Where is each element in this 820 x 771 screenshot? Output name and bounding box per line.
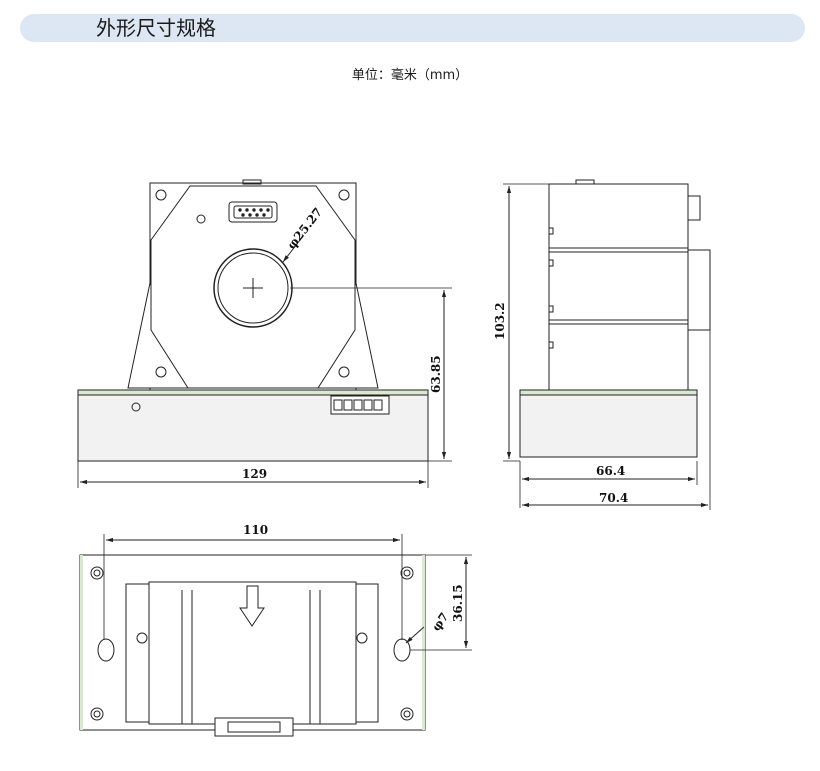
side-inner-width-label: 66.4 <box>596 464 625 478</box>
side-base <box>519 392 698 458</box>
front-view: φ25.27 63.85 129 <box>77 179 452 488</box>
db9-connector <box>228 201 278 223</box>
side-outer-width-label: 70.4 <box>599 491 628 505</box>
section-header-bar <box>20 14 805 42</box>
terminal-block <box>330 395 390 415</box>
direction-arrow <box>239 585 265 627</box>
height-label: 63.85 <box>429 355 443 393</box>
corner-hole <box>338 189 350 201</box>
corner-hole <box>155 189 167 201</box>
base-led <box>131 402 141 412</box>
side-height-label: 103.2 <box>493 302 507 340</box>
section-title: 外形尺寸规格 <box>96 16 216 40</box>
bottom-view: 110 36.15 φ7 <box>79 523 472 737</box>
corner-hole <box>338 366 350 378</box>
hole-diameter-label: φ7 <box>429 610 451 634</box>
side-core <box>548 183 689 391</box>
corner-hole <box>155 366 167 378</box>
offset-label: 36.15 <box>451 584 465 622</box>
mount-hole <box>97 638 115 662</box>
side-view: 103.2 66.4 70.4 <box>493 179 711 510</box>
width-label: 129 <box>242 467 267 481</box>
led-hole <box>196 214 206 224</box>
unit-label: 单位：毫米（mm） <box>351 68 469 83</box>
hole-spacing-label: 110 <box>243 523 268 537</box>
